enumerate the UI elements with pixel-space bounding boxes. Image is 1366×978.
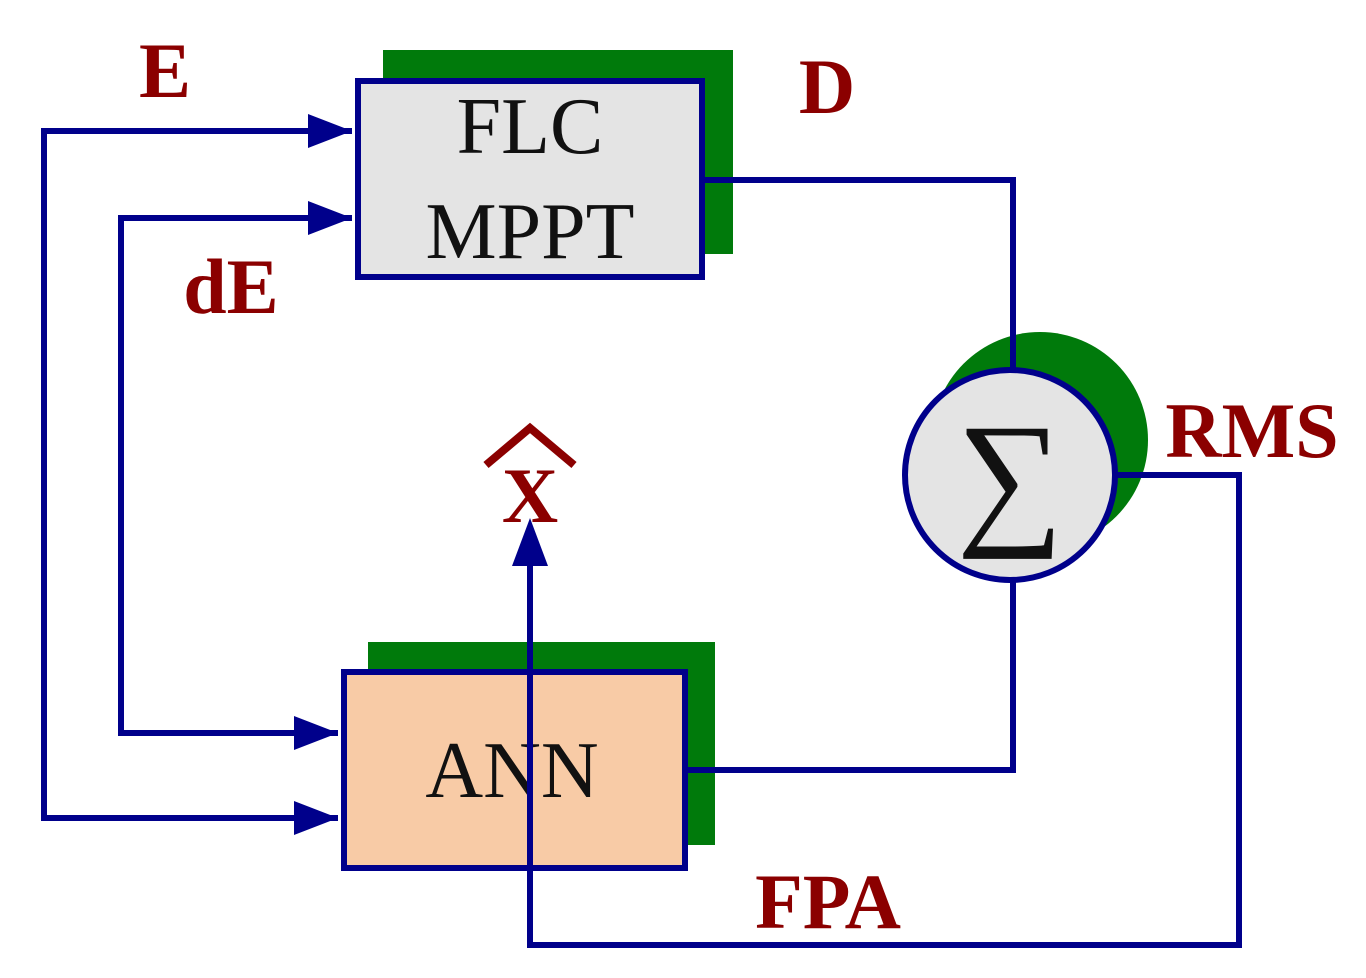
mppt-block-label: MPPT [426,188,635,276]
d-label: D [799,43,855,130]
x-hat-label: X [502,452,558,539]
e-label: E [139,27,191,114]
x-hat-caret [483,422,577,469]
ann-block [341,669,688,871]
de-arrow-ann [294,716,338,750]
de-arrow-flc [308,201,352,235]
d-output-wire [702,177,1016,370]
de-input-wire [118,215,352,736]
rms-fpa-wire [527,472,1242,948]
e-arrow-ann [294,801,338,835]
e-input-wire [41,128,352,821]
e-arrow-flc [308,114,352,148]
de-label: dE [183,243,278,330]
fpa-label: FPA [755,858,901,945]
sum-symbol: ∑ [957,394,1064,560]
x-hat-arrow [512,518,548,566]
ann-block-label: ANN [425,727,598,815]
ann-output-wire [685,580,1016,773]
rms-label: RMS [1165,387,1338,474]
flc-block-label: FLC [457,83,604,171]
